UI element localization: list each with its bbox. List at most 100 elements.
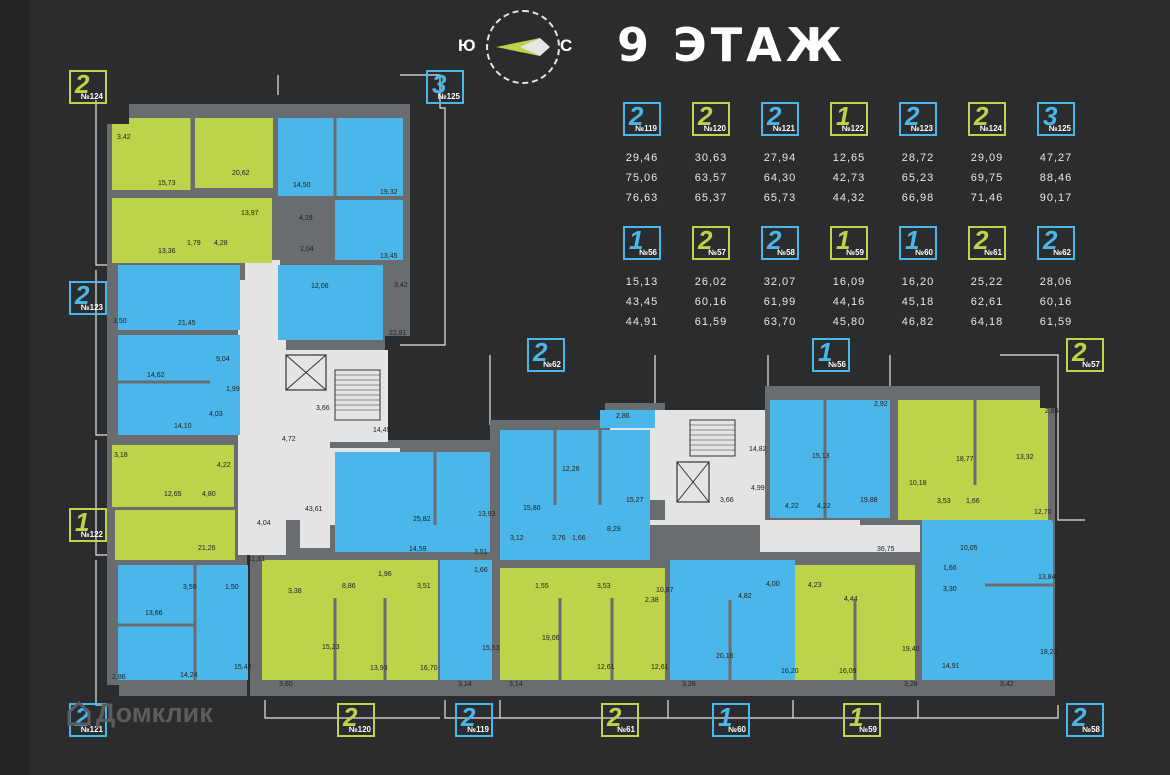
total-area: 60,16 <box>1039 296 1073 308</box>
total-area-balcony: 46,82 <box>901 316 935 328</box>
room-area-label: 14,59 <box>409 546 427 553</box>
room-area-label: 3,50 <box>113 318 127 325</box>
room-area-label: 13,32 <box>1016 454 1034 461</box>
room-area-label: 3,59 <box>183 584 197 591</box>
room-area-label: 13,93 <box>478 511 496 518</box>
room-area-label: 14,24 <box>180 672 198 679</box>
room-area-label: 3,53 <box>937 498 951 505</box>
total-area: 75,06 <box>625 172 659 184</box>
room-area-label: 14,62 <box>147 372 165 379</box>
room-area-label: 18,23 <box>1040 649 1058 656</box>
room-area-label: 8,86 <box>342 583 356 590</box>
living-area: 28,72 <box>901 152 935 164</box>
room-area-label: 3,51 <box>417 583 431 590</box>
room-area-label: 19,88 <box>860 497 878 504</box>
room-area-label: 4,23 <box>808 582 822 589</box>
total-area-balcony: 64,18 <box>970 316 1004 328</box>
room-area-label: 19,32 <box>380 189 398 196</box>
room-area-label: 10,18 <box>909 480 927 487</box>
room-area-label: 15,42 <box>234 664 252 671</box>
room-area-label: 22,81 <box>389 330 407 337</box>
room-area-label: 12,65 <box>164 491 182 498</box>
room-area-label: 3,53 <box>597 583 611 590</box>
total-area: 60,16 <box>694 296 728 308</box>
room-area-label: 3,66 <box>316 405 330 412</box>
room-area-label: 3,60 <box>279 681 293 688</box>
room-area-label: 3,18 <box>114 452 128 459</box>
room-area-label: 16,70 <box>420 665 438 672</box>
living-area: 29,09 <box>970 152 1004 164</box>
total-area-balcony: 65,73 <box>763 192 797 204</box>
room-area-label: 4,44 <box>844 596 858 603</box>
room-area-label: 14,49 <box>373 427 391 434</box>
total-area: 88,46 <box>1039 172 1073 184</box>
room-area-label: 15,23 <box>322 644 340 651</box>
total-area-balcony: 63,70 <box>763 316 797 328</box>
room-area-label: 4,28 <box>299 215 313 222</box>
room-area-label: 20,16 <box>716 653 734 660</box>
room-area-label: 15,13 <box>812 453 830 460</box>
compass-south-label: Ю <box>458 36 476 55</box>
watermark-text: Домклик <box>96 698 213 728</box>
room-area-label: 25,82 <box>413 516 431 523</box>
room-area-label: 4,82 <box>738 593 752 600</box>
total-area: 63,57 <box>694 172 728 184</box>
room-area-label: 9,04 <box>216 356 230 363</box>
total-area-balcony: 71,46 <box>970 192 1004 204</box>
room-area-label: 1,66 <box>572 535 586 542</box>
room-area-label: 13,66 <box>145 610 163 617</box>
total-area-balcony: 44,91 <box>625 316 659 328</box>
total-area-balcony: 44,32 <box>832 192 866 204</box>
room-area-label: 21,45 <box>178 320 196 327</box>
room-area-label: 2,86 <box>112 674 126 681</box>
floor-title: 9 ЭТАЖ <box>617 18 847 72</box>
room-area-label: 1,99 <box>226 386 240 393</box>
room-area-label: 3,51 <box>474 549 488 556</box>
room-area-label: 14,82 <box>749 446 767 453</box>
room-area-label: 1,79 <box>187 240 201 247</box>
room-area-label: 36,75 <box>877 546 895 553</box>
room-area-label: 2,92 <box>874 401 888 408</box>
room-area-label: 1,66 <box>943 565 957 572</box>
compass-north-label: С <box>560 36 573 55</box>
total-area-balcony: 65,37 <box>694 192 728 204</box>
room-area-label: 2,86 <box>616 413 630 420</box>
total-area: 61,99 <box>763 296 797 308</box>
total-area: 44,16 <box>832 296 866 308</box>
room-area-label: 3,14 <box>458 681 472 688</box>
room-area-label: 8,29 <box>607 526 621 533</box>
room-area-label: 3,12 <box>510 535 524 542</box>
total-area: 64,30 <box>763 172 797 184</box>
living-area: 30,63 <box>694 152 728 164</box>
living-area: 15,13 <box>625 276 659 288</box>
room-area-label: 3,76 <box>552 535 566 542</box>
room-area-label: 12,06 <box>311 283 329 290</box>
room-area-label: 1,55 <box>535 583 549 590</box>
compass-rose <box>486 10 560 84</box>
room-area-label: 15,53 <box>482 645 500 652</box>
room-area-label: 2,86 <box>1045 408 1059 415</box>
room-area-label: 14,91 <box>942 663 960 670</box>
